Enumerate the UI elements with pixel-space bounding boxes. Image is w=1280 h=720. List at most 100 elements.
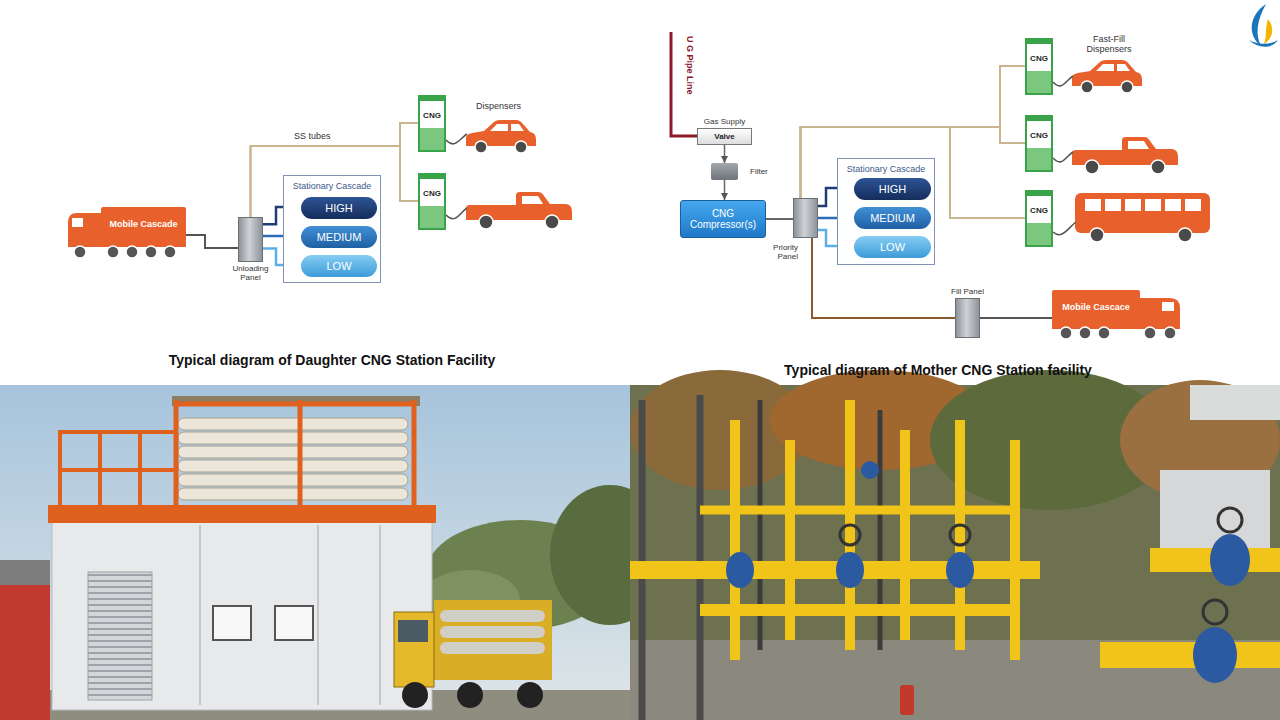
storage-cylinder: [178, 460, 408, 472]
node-text: HIGH: [325, 202, 353, 215]
fuel-hose: [1053, 152, 1073, 162]
ground: [630, 640, 1280, 720]
figure-caption: Typical diagram of Mother CNG Station fa…: [784, 362, 1092, 378]
dispensers-label: Dispensers: [476, 101, 521, 111]
stationary-cascade: Stationary CascadeHIGHMEDIUMLOW: [837, 158, 935, 265]
car: [1072, 60, 1142, 93]
bus-body: [1075, 193, 1210, 233]
node-text: MEDIUM: [870, 212, 915, 225]
node-text: Stationary Cascade: [284, 181, 380, 191]
truck-wheel: [1098, 327, 1110, 339]
truck-cylinder: [440, 610, 545, 622]
node-text: LOW: [880, 241, 905, 254]
node-text: CNG: [1027, 54, 1051, 63]
blue-valve: [726, 552, 754, 588]
truck-wheel: [517, 682, 543, 708]
container-window: [275, 606, 313, 640]
car-wheel: [475, 141, 487, 153]
node-text: Unloading Panel: [228, 264, 274, 282]
pickup: [1072, 137, 1178, 174]
yellow-pipe: [630, 561, 1040, 579]
car: [466, 120, 536, 153]
container-window: [213, 606, 251, 640]
fuel-hose: [446, 134, 467, 144]
truck-cab: [1140, 298, 1180, 326]
cng-dispenser: CNG: [1025, 38, 1053, 95]
dispensers-label: Fast-Fill Dispensers: [1082, 34, 1136, 55]
pipe-connector: [251, 123, 419, 217]
truck-window: [398, 620, 428, 642]
priority-panel: Priority Panel: [793, 198, 818, 238]
car-wheel: [1081, 81, 1093, 93]
handwheel: [840, 525, 860, 545]
truck-cab: [68, 213, 101, 243]
node-text: MEDIUM: [317, 231, 362, 244]
low-bank: LOW: [854, 236, 931, 258]
node-text: Filter: [750, 167, 768, 176]
equipment: [0, 560, 50, 585]
truck-wheel: [457, 682, 483, 708]
node-text: Mobile Cascade: [109, 219, 177, 229]
cascade-base: [48, 505, 436, 523]
node-text: HIGH: [879, 183, 907, 196]
gas-cylinders: [0, 585, 50, 720]
pipeline-label: U G Pipe Line: [685, 36, 695, 95]
node-text: CNG: [420, 111, 444, 120]
door-seam: [200, 525, 380, 705]
medium-bank: MEDIUM: [854, 207, 931, 229]
truck-wheel: [402, 682, 428, 708]
blue-valve: [1210, 534, 1250, 586]
mobile-cascade-trailer: Mobile Cascade: [101, 207, 186, 242]
pipe-connector: [980, 317, 1052, 319]
car-window: [490, 124, 524, 131]
yellow-pipe: [1100, 642, 1280, 668]
truck-wheel: [1060, 327, 1072, 339]
fire-extinguisher: [900, 685, 914, 715]
node-text: LOW: [326, 260, 351, 273]
truck-cylinder: [440, 642, 545, 654]
pipe-connector: [186, 235, 238, 248]
connector-label: SS tubes: [292, 131, 333, 141]
yellow-pipe: [700, 604, 1010, 616]
car-wheel: [1121, 81, 1133, 93]
high-bank: HIGH: [854, 178, 931, 200]
photo-sky: [0, 385, 630, 720]
truck-wheel: [1164, 327, 1176, 339]
car-wheel: [515, 141, 527, 153]
truck-wheel: [1144, 327, 1156, 339]
handwheel: [1218, 508, 1242, 532]
pipe-connector: [724, 145, 726, 163]
truck-wheel: [126, 246, 138, 258]
truck-window: [1162, 302, 1174, 311]
handwheel: [1203, 600, 1227, 624]
bus-wheel: [1178, 228, 1192, 242]
truck-cab: [394, 612, 434, 687]
blue-valve: [861, 461, 879, 479]
compressor-container: [52, 520, 432, 710]
node-text: Priority Panel: [756, 243, 798, 261]
fuel-hose: [1053, 76, 1073, 86]
pickup-wheel: [479, 215, 493, 229]
fill-panel: Fill Panel: [955, 298, 980, 338]
node-text: Fill Panel: [951, 287, 984, 296]
figure-caption: Typical diagram of Daughter CNG Station …: [169, 352, 495, 368]
truck-window: [72, 218, 83, 227]
pickup-wheel: [1085, 160, 1099, 174]
pickup-wheel: [545, 215, 559, 229]
pickup: [466, 192, 572, 229]
railing: [60, 430, 176, 508]
pipe-connector: [724, 180, 726, 200]
louver-grille: [88, 572, 152, 700]
node-text: CNG: [420, 189, 444, 198]
yellow-pipe: [700, 506, 1010, 515]
handwheel: [950, 525, 970, 545]
node-text: Gas Supply: [704, 117, 745, 126]
truck-wheel: [145, 246, 157, 258]
bus-window: [1085, 199, 1201, 211]
truck-bed: [434, 600, 552, 680]
sky-patch: [1190, 385, 1280, 420]
logo-flame: [1264, 19, 1272, 44]
storage-cylinder: [178, 446, 408, 458]
logo-swoosh: [1249, 40, 1278, 47]
